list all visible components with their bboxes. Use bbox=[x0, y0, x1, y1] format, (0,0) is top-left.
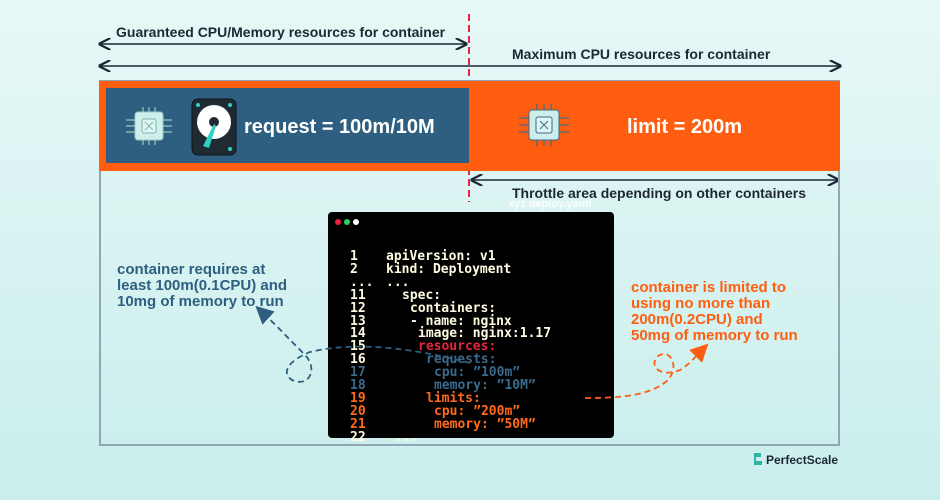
line-number: 11 bbox=[350, 287, 366, 303]
limit-note-line: 200m(0.2CPU) and bbox=[631, 311, 763, 328]
file-name-overlay: xyz deploy.yaml bbox=[508, 198, 592, 210]
code-text: cpu: ”200m” bbox=[434, 403, 521, 419]
line-number: ... bbox=[350, 274, 374, 290]
line-number: 1 bbox=[350, 249, 358, 264]
request-value: request = 100m/10M bbox=[244, 116, 435, 138]
line-number: 22 bbox=[350, 429, 366, 445]
brand-name: PerfectScale bbox=[766, 453, 839, 467]
code-text: ... bbox=[394, 429, 418, 445]
code-text: memory: ”50M” bbox=[434, 416, 536, 432]
throttle-label: Throttle area depending on other contain… bbox=[512, 185, 807, 201]
code-text: apiVersion: v1 bbox=[386, 249, 496, 264]
limit-note-line: container is limited to bbox=[631, 279, 787, 296]
guaranteed-label: Guaranteed CPU/Memory resources for cont… bbox=[116, 24, 446, 40]
cpu-chip-icon bbox=[519, 104, 569, 146]
maximum-label: Maximum CPU resources for container bbox=[512, 46, 771, 62]
limit-note-line: 50mg of memory to run bbox=[631, 327, 798, 344]
memory-disk-icon bbox=[191, 98, 237, 156]
line-number: 2 bbox=[350, 261, 358, 277]
cpu-chip-icon bbox=[126, 107, 172, 145]
request-note: container requires at least 100m(0.1CPU)… bbox=[117, 262, 309, 310]
perfectscale-logo-icon bbox=[754, 453, 762, 465]
line-number: 19 bbox=[350, 390, 366, 406]
code-text: spec: bbox=[402, 287, 442, 303]
brand-logo: PerfectScale bbox=[752, 452, 838, 467]
request-note-line: least 100m(0.1CPU) and bbox=[117, 277, 288, 294]
line-number: 20 bbox=[350, 403, 366, 419]
limit-note-line: using no more than bbox=[631, 295, 771, 312]
window-minimize-dot bbox=[344, 219, 350, 225]
code-text: limits: bbox=[426, 390, 481, 406]
request-note-line: 10mg of memory to run bbox=[117, 293, 284, 310]
window-close-dot bbox=[335, 219, 341, 225]
code-text: ... bbox=[386, 274, 410, 290]
window-maximize-dot bbox=[353, 219, 359, 225]
limit-note: container is limited to using no more th… bbox=[631, 280, 823, 344]
code-text: kind: Deployment bbox=[386, 261, 512, 277]
line-number: 21 bbox=[350, 416, 366, 432]
request-note-line: container requires at bbox=[117, 261, 266, 278]
limit-value: limit = 200m bbox=[627, 116, 743, 138]
